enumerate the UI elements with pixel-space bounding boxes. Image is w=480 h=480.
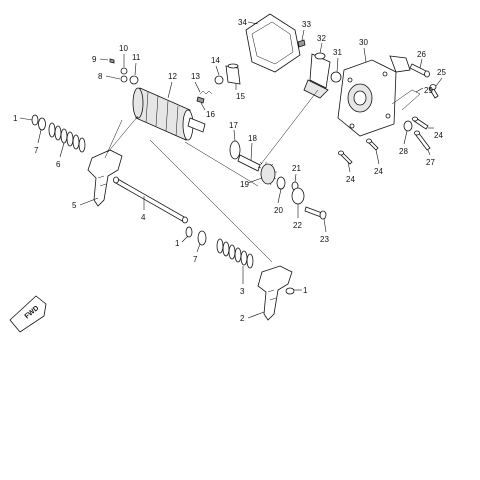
washer-lower [197, 230, 207, 246]
detent-arm [214, 63, 241, 85]
callout-label: 24 [346, 175, 355, 184]
washer-28 [403, 120, 413, 132]
drum-fork-guide-lines [104, 115, 273, 263]
lever-29 [391, 89, 421, 111]
bolt-26 [409, 63, 430, 78]
callout-label: 14 [211, 56, 220, 65]
washer-11 [129, 75, 139, 85]
circlip-lower-mid [185, 226, 193, 238]
shaft-18 [237, 154, 261, 172]
callout-label: 5 [72, 201, 77, 210]
callout-label: 24 [374, 167, 383, 176]
callout-label: 33 [302, 20, 311, 29]
callout-label: 29 [424, 86, 433, 95]
pin-16 [196, 96, 205, 104]
callout-label: 11 [132, 53, 141, 62]
shift-fork-upper [87, 149, 123, 207]
callout-label: 21 [292, 164, 301, 173]
callout-label: 8 [98, 72, 103, 81]
bearing-8 [120, 75, 128, 83]
callout-label: 24 [434, 131, 443, 140]
callout-label: 3 [240, 287, 245, 296]
callout-label: 20 [274, 206, 283, 215]
spring-lower [216, 238, 254, 269]
fork-shaft [113, 176, 188, 224]
shaft-link-line [257, 89, 319, 169]
callout-label: 28 [399, 147, 408, 156]
callout-label: 27 [426, 158, 435, 167]
callout-label: 1 [175, 239, 180, 248]
washer-17 [229, 140, 241, 160]
callout-label: 10 [119, 44, 128, 53]
callout-label: 30 [359, 38, 368, 47]
callout-label: 6 [56, 160, 61, 169]
housing-cover-30 [337, 55, 411, 137]
callout-label: 1 [303, 286, 308, 295]
callout-label: 17 [229, 121, 238, 130]
pin-9 [109, 58, 115, 64]
forward-direction-marker: FWD [9, 295, 47, 333]
callout-label: 19 [240, 180, 249, 189]
seal-31 [330, 71, 342, 83]
callout-label: 31 [333, 48, 342, 57]
callout-label: 25 [437, 68, 446, 77]
callout-label: 26 [417, 50, 426, 59]
spring-13 [199, 90, 213, 95]
callout-label: 12 [168, 72, 177, 81]
callout-label: 1 [13, 114, 18, 123]
callout-label: 13 [191, 72, 200, 81]
washer-22 [291, 187, 305, 205]
callout-labels: 1 1 1 2 3 4 5 6 7 7 8 9 10 [13, 18, 446, 323]
callout-label: 7 [34, 146, 39, 155]
callout-label: 7 [193, 255, 198, 264]
circlip-upper [31, 114, 39, 126]
callout-label: 4 [141, 213, 146, 222]
callout-label: 15 [236, 92, 245, 101]
bolt-24-mid [366, 138, 379, 151]
washer-upper [38, 117, 46, 131]
bolt-27 [414, 130, 431, 151]
callout-label: 18 [248, 134, 257, 143]
spring-upper [48, 122, 86, 153]
washer-10 [120, 67, 128, 75]
bolt-24-right [412, 116, 429, 130]
bolt-24-left [338, 150, 353, 165]
circlip-lower-right [285, 287, 295, 295]
gasket-34 [245, 13, 301, 73]
shift-shaft-32 [303, 52, 331, 99]
shift-drum [132, 87, 206, 141]
gear-19 [258, 161, 277, 186]
bolt-25 [428, 84, 439, 99]
callout-label: 22 [293, 221, 302, 230]
callout-label: 32 [317, 34, 326, 43]
callout-label: 34 [238, 18, 247, 27]
bolt-23 [304, 206, 327, 220]
callout-label: 23 [320, 235, 329, 244]
callout-label: 16 [206, 110, 215, 119]
washer-20 [276, 176, 286, 190]
bolt-33 [297, 39, 306, 48]
shift-fork-lower [257, 265, 293, 321]
callout-label: 2 [240, 314, 245, 323]
callout-label: 9 [92, 55, 97, 64]
